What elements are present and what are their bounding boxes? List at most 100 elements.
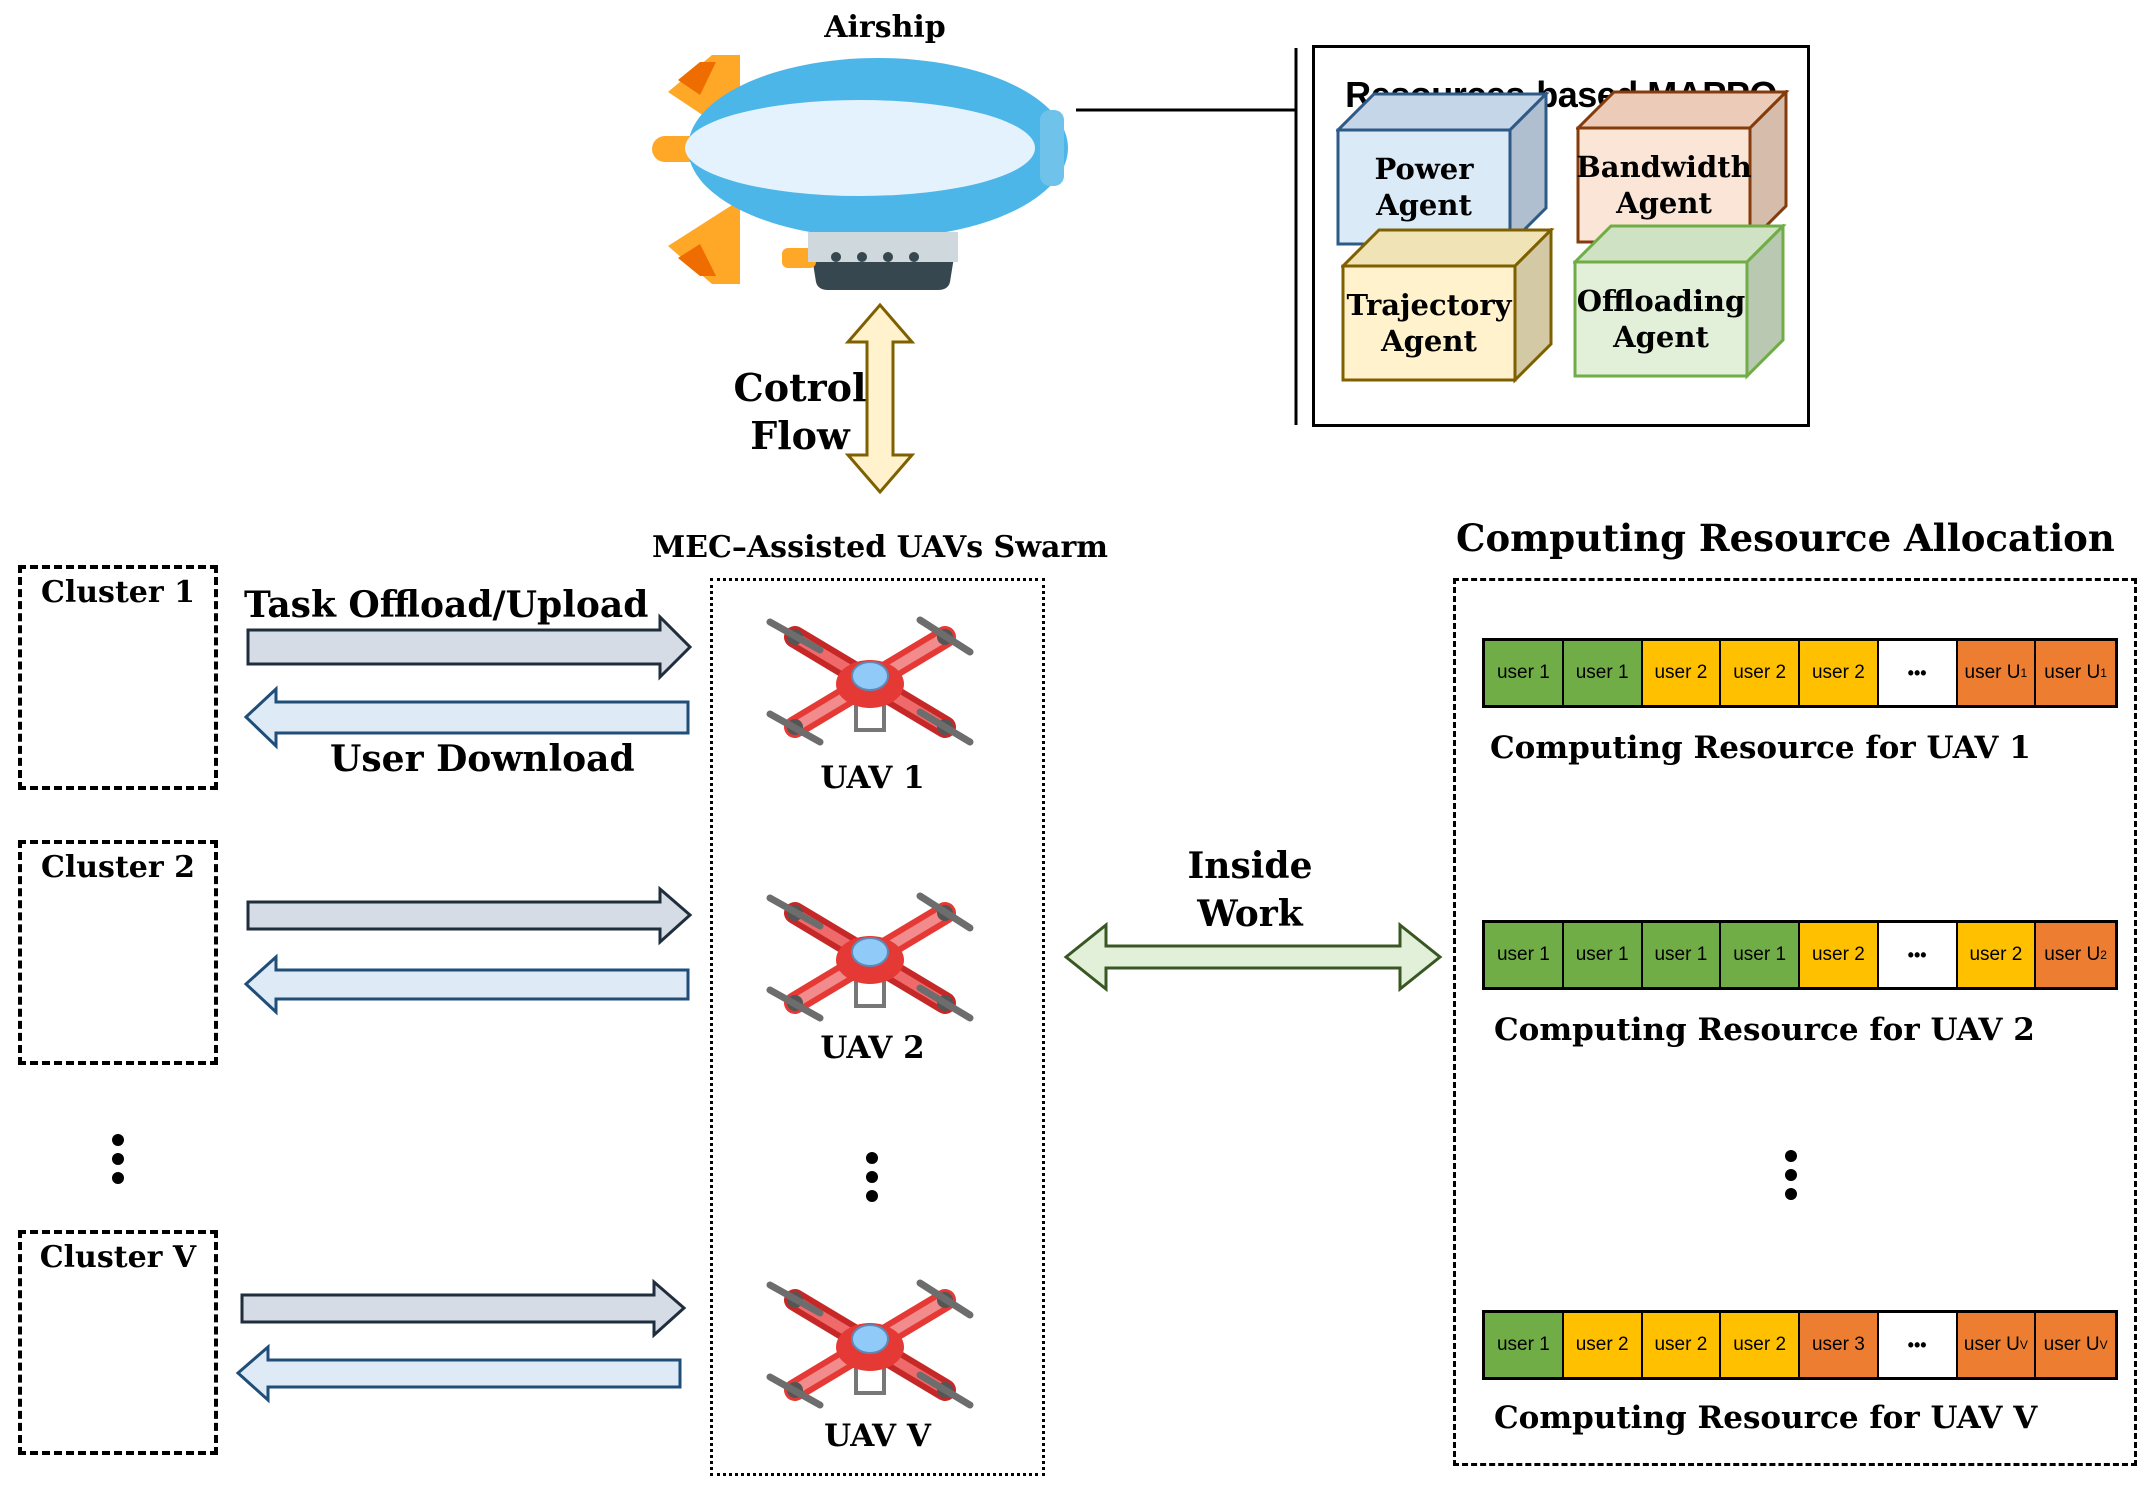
resource-cell: ••• (1878, 923, 1958, 987)
control-flow-label: Cotrol Flow (720, 364, 880, 460)
resource-cell: user 1 (1563, 641, 1643, 705)
resource-cell: user 1 (1485, 1313, 1564, 1377)
resource-cell-text: user 1 (1733, 944, 1787, 965)
resource-cell-text: user 1 (1496, 944, 1550, 965)
resource-cell-text: user 2 (1733, 662, 1787, 683)
agent-cube (1576, 90, 1790, 246)
airship-icon (652, 55, 1068, 290)
resource-cell-text: user 1 (1575, 944, 1629, 965)
control-flow-arrow (844, 302, 916, 495)
swarm-title: MEC–Assisted UAVs Swarm (651, 530, 1109, 565)
resource-cell-text: user 1 (1575, 662, 1629, 683)
cluster-box-v: Cluster V (18, 1230, 218, 1455)
resource-cell: user 2 (1642, 1313, 1722, 1377)
download-label: User Download (330, 738, 635, 780)
cluster-box-2: Cluster 2 (18, 840, 218, 1065)
resource-cell-text: ••• (1907, 1334, 1927, 1355)
inside-work-arrow (1063, 921, 1443, 993)
resource-cell-subscript: 1 (2020, 666, 2028, 680)
allocation-box (1453, 578, 2137, 1466)
resource-caption-v: Computing Resource for UAV V (1494, 1400, 2038, 1436)
resource-cell-text: user 2 (1969, 944, 2023, 965)
agent-suffix: Agent (1616, 186, 1712, 220)
resource-cell-text: ••• (1907, 944, 1927, 965)
cluster-box-1: Cluster 1 (18, 565, 218, 790)
upload-label: Task Offload/Upload (244, 584, 649, 626)
resource-cell-subscript: V (2019, 1338, 2028, 1352)
resource-bar-2: user 1 user 1 user 1 user 1 user 2 ••• user 2 u… (1482, 920, 2118, 990)
resource-cell-text: user U (2043, 1334, 2100, 1355)
agent-cube (1573, 224, 1787, 380)
control-flow-line1: Cotrol (733, 365, 867, 410)
uav-label-1: UAV 1 (820, 760, 925, 796)
resource-caption-2: Computing Resource for UAV 2 (1494, 1012, 2035, 1048)
resource-cell-text: user U (2044, 662, 2101, 683)
resource-cell: user 1 (1642, 923, 1722, 987)
resource-cell: user 2 (1721, 641, 1800, 705)
control-flow-line2: Flow (750, 413, 850, 458)
upload-arrow-1 (246, 613, 693, 681)
resource-cell: user 2 (1957, 923, 2037, 987)
resource-cell: user 2 (1721, 1313, 1800, 1377)
resource-cell-text: user 1 (1496, 662, 1550, 683)
resource-cell-text: user 3 (1811, 1334, 1865, 1355)
resource-cell: user 1 (1563, 923, 1643, 987)
resource-cell-text: user 1 (1654, 944, 1708, 965)
resource-cell: user 3 (1800, 1313, 1879, 1377)
download-arrow-v (235, 1343, 682, 1404)
resource-cell-text: user 2 (1811, 662, 1865, 683)
cluster-ellipsis (112, 1134, 124, 1191)
resource-cell-text: user U (1963, 1334, 2020, 1355)
agent-cube (1341, 228, 1555, 384)
uav-ellipsis (866, 1152, 878, 1209)
resource-cell: ••• (1878, 1313, 1958, 1377)
resource-cell-text: user 2 (1575, 1334, 1629, 1355)
resource-cell-text: user 1 (1496, 1334, 1550, 1355)
uav-label-v: UAV V (824, 1418, 931, 1454)
uav-label-2: UAV 2 (820, 1030, 925, 1066)
resource-cell: user 1 (1721, 923, 1800, 987)
upload-arrow-2 (246, 885, 693, 946)
resource-cell-text: user 2 (1654, 662, 1708, 683)
resource-cell: ••• (1878, 641, 1958, 705)
inside-work-line2: Work (1197, 893, 1303, 935)
agent-suffix: Agent (1613, 320, 1709, 354)
resource-cell-text: user 2 (1733, 1334, 1787, 1355)
agent-name: Power (1374, 152, 1474, 186)
resource-cell: user 2 (1642, 641, 1722, 705)
resource-cell-subscript: 2 (2100, 948, 2107, 962)
resource-cell-text: user U (1964, 662, 2021, 683)
resource-cell: user 1 (1485, 641, 1564, 705)
allocation-title: Computing Resource Allocation (1456, 516, 2115, 560)
resource-cell: user 2 (1800, 923, 1879, 987)
inside-work-line1: Inside (1187, 845, 1313, 887)
upload-arrow-v (240, 1278, 687, 1339)
agent-cube (1336, 92, 1550, 248)
resource-cell: user 1 (1485, 923, 1564, 987)
agent-name: Trajectory (1346, 288, 1512, 322)
agent-suffix: Agent (1381, 324, 1477, 358)
download-arrow-1 (243, 685, 690, 750)
download-arrow-2 (243, 953, 690, 1016)
agent-name: Offloading (1576, 284, 1746, 318)
resource-cell-text: ••• (1907, 662, 1927, 683)
allocation-ellipsis (1785, 1150, 1797, 1207)
resource-cell-subscript: 1 (2100, 666, 2107, 680)
agent-suffix: Agent (1376, 188, 1472, 222)
resource-cell: user 2 (1563, 1313, 1643, 1377)
agent-name: Bandwidth (1576, 150, 1752, 184)
uav-swarm-box (710, 578, 1045, 1476)
resource-cell-text: user 2 (1654, 1334, 1708, 1355)
inside-work-label: Inside Work (1170, 842, 1330, 938)
cluster-label-2: Cluster 2 (40, 850, 196, 885)
